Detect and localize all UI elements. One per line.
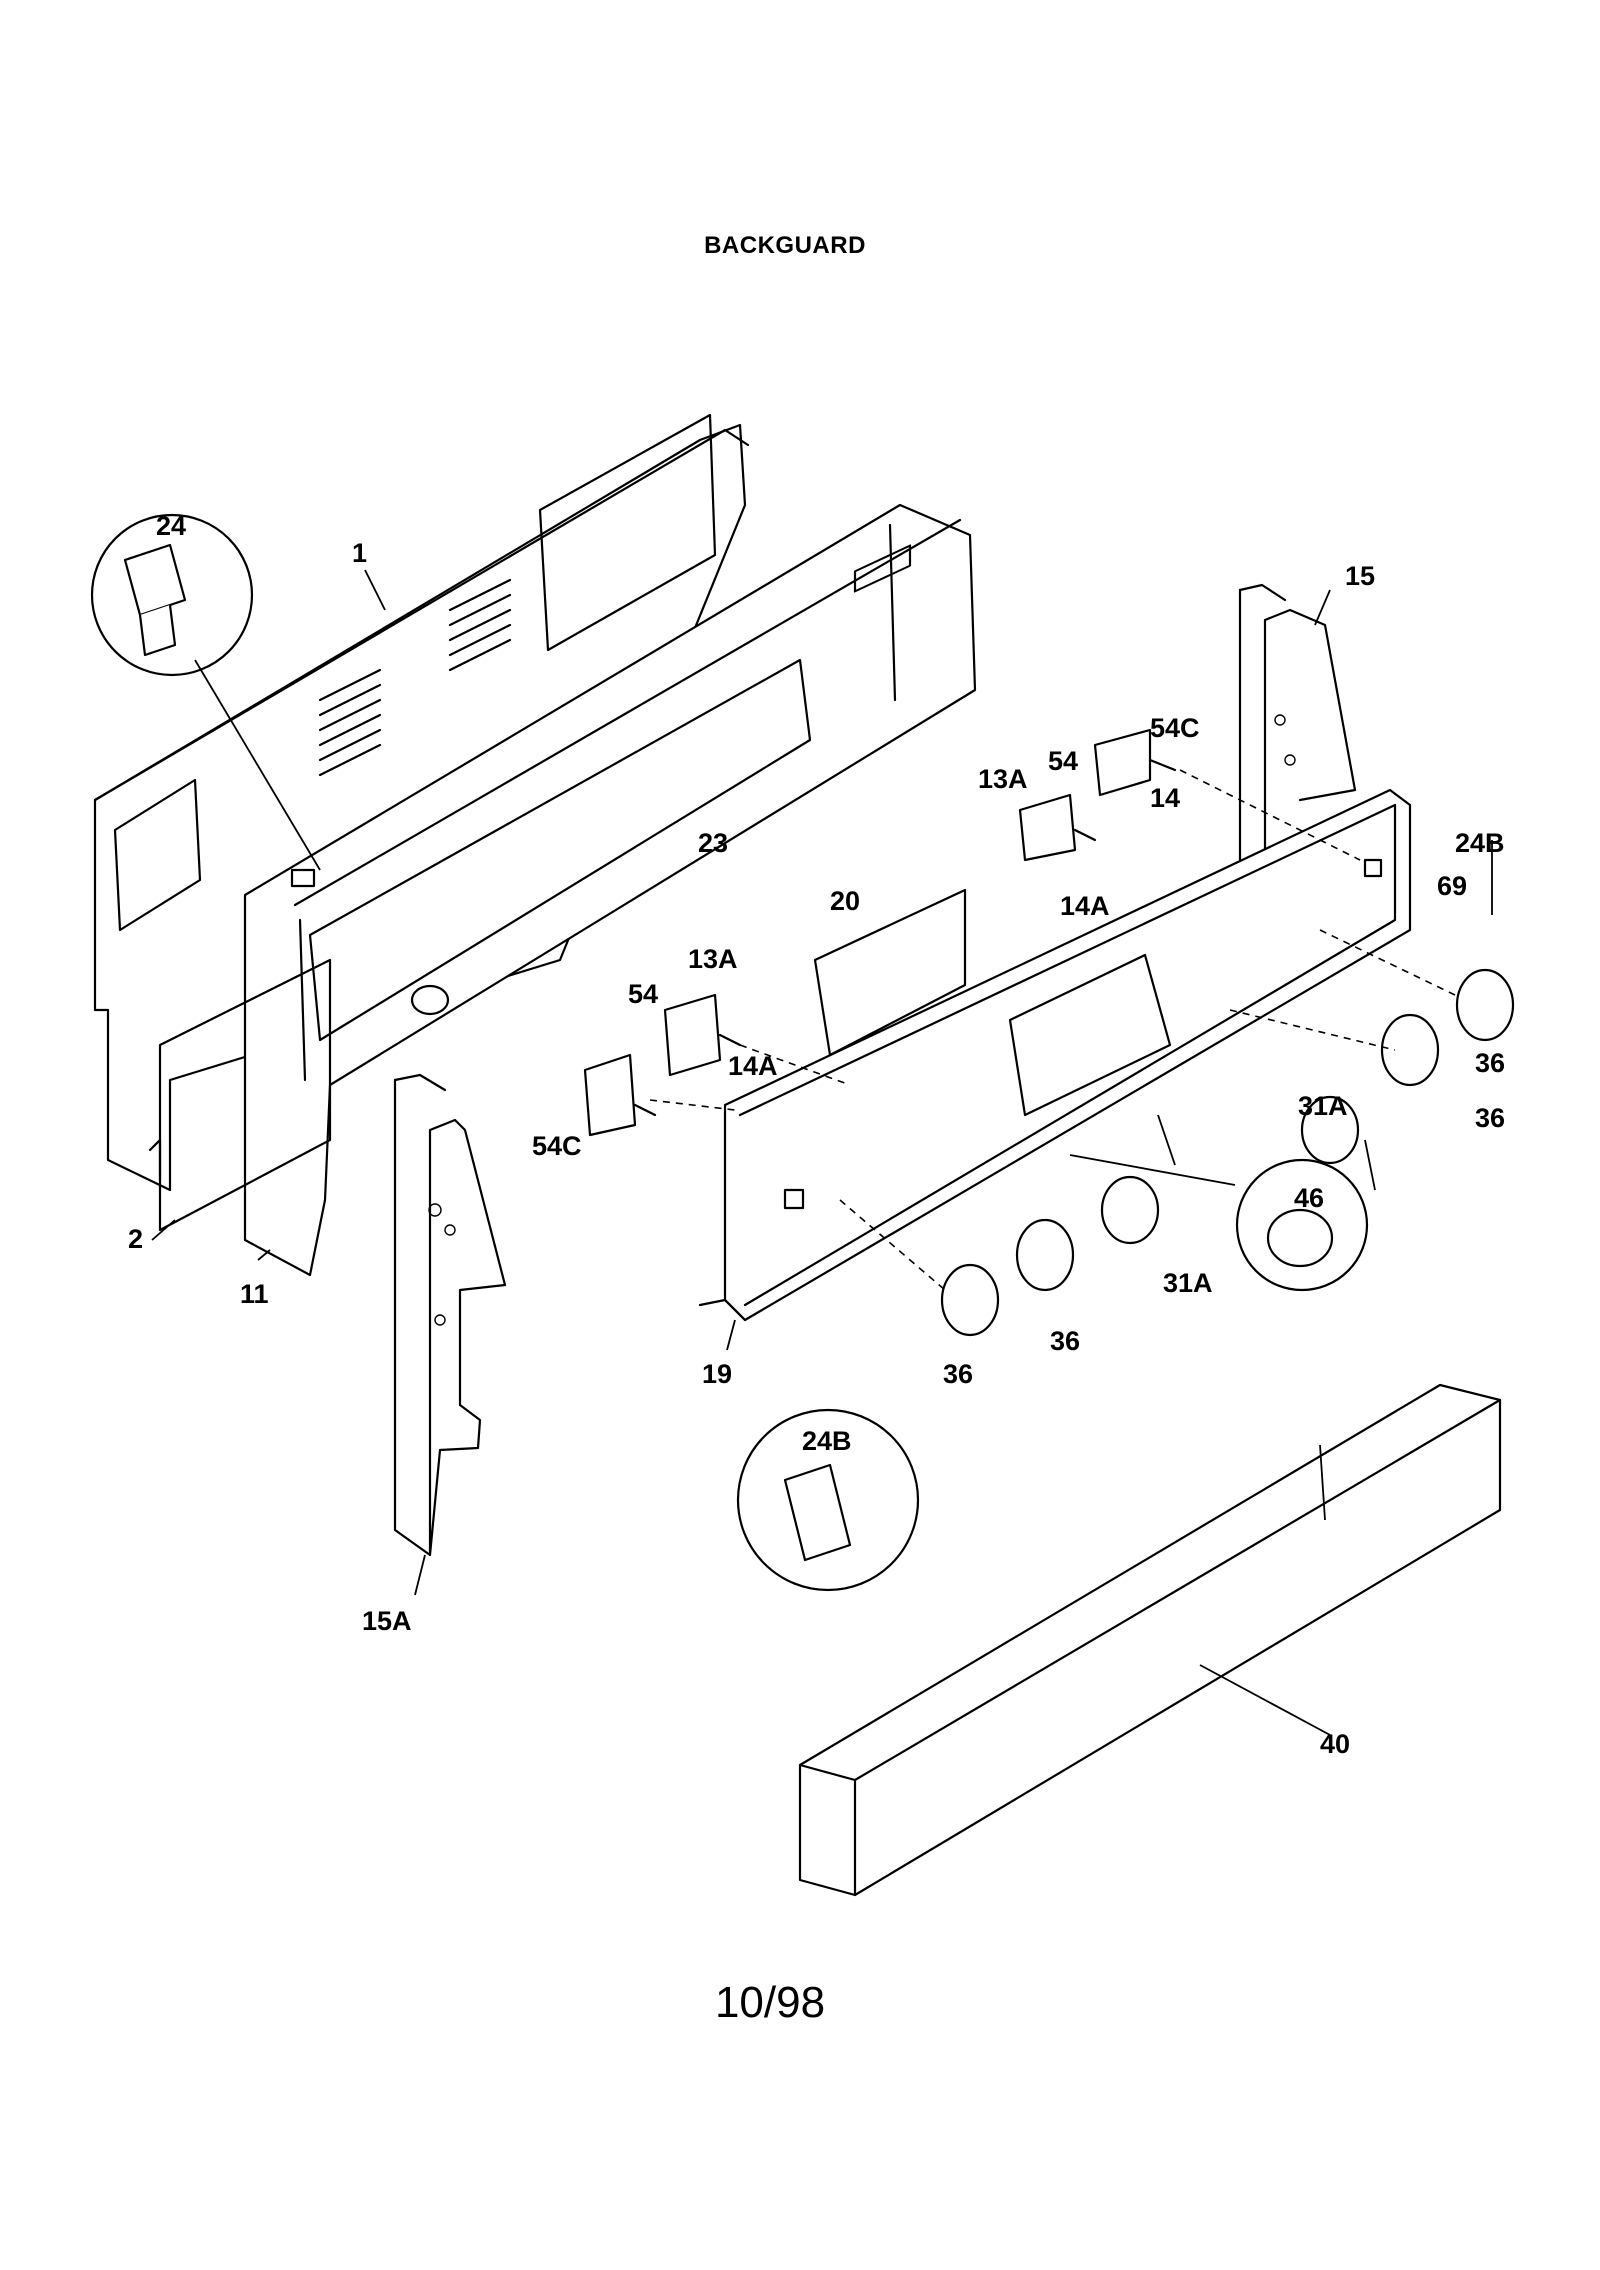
callout-36-b: 36 bbox=[1475, 1103, 1505, 1133]
callout-54c-upper: 54C bbox=[1150, 713, 1200, 743]
callout-36-a: 36 bbox=[1475, 1048, 1505, 1078]
callout-31a-lower: 31A bbox=[1163, 1268, 1213, 1298]
left-end-bracket-part bbox=[393, 1073, 507, 1557]
vent-slots bbox=[318, 578, 512, 777]
callout-15a: 15A bbox=[362, 1606, 412, 1636]
callout-54c-lower: 54C bbox=[532, 1131, 582, 1161]
callout-31a-upper: 31A bbox=[1298, 1091, 1348, 1121]
bottom-bracket-part bbox=[148, 958, 332, 1232]
callout-23: 23 bbox=[698, 828, 728, 858]
callout-19: 19 bbox=[702, 1359, 732, 1389]
infinite-switch-parts bbox=[583, 728, 1177, 1137]
page-number: 10/98 bbox=[714, 1978, 826, 2027]
rear-panel-part bbox=[93, 413, 750, 1192]
callout-24b-detail: 24B bbox=[802, 1426, 852, 1456]
callout-36-d: 36 bbox=[943, 1359, 973, 1389]
callout-36-c: 36 bbox=[1050, 1326, 1080, 1356]
detail-circle-24 bbox=[90, 513, 254, 677]
assembly-lines bbox=[649, 769, 1456, 1291]
callout-24: 24 bbox=[156, 511, 186, 541]
detail-circle-46 bbox=[1235, 1158, 1369, 1292]
callout-14: 14 bbox=[1150, 783, 1180, 813]
control-panel-part bbox=[698, 788, 1412, 1322]
callout-14a-lower: 14A bbox=[728, 1051, 778, 1081]
callout-11: 11 bbox=[240, 1279, 269, 1309]
callout-2: 2 bbox=[128, 1224, 143, 1254]
knob-parts bbox=[940, 968, 1515, 1337]
detail-circle-24b bbox=[736, 1408, 920, 1592]
page-title: BACKGUARD bbox=[704, 232, 866, 259]
callout-14a-upper: 14A bbox=[1060, 891, 1110, 921]
callout-15: 15 bbox=[1345, 561, 1375, 591]
backguard-frame-part bbox=[243, 503, 977, 1277]
callout-54-lower: 54 bbox=[628, 979, 658, 1009]
clock-control-part bbox=[813, 544, 967, 1057]
switch-detail-glyphs bbox=[123, 543, 1334, 1562]
callout-46: 46 bbox=[1294, 1183, 1324, 1213]
callout-1: 1 bbox=[352, 538, 367, 568]
callout-labels: 1 2 11 13A 13A 14 14A 14A 15 15A 19 20 2… bbox=[128, 511, 1505, 1759]
callout-54-upper: 54 bbox=[1048, 746, 1078, 776]
callout-24b-right: 24B bbox=[1455, 828, 1505, 858]
leader-lines bbox=[151, 569, 1493, 1736]
callout-69: 69 bbox=[1437, 871, 1467, 901]
callout-13a-lower: 13A bbox=[688, 944, 738, 974]
trim-part bbox=[798, 1383, 1502, 1897]
callout-13a-upper: 13A bbox=[978, 764, 1028, 794]
callout-40: 40 bbox=[1320, 1729, 1350, 1759]
callout-20: 20 bbox=[830, 886, 860, 916]
